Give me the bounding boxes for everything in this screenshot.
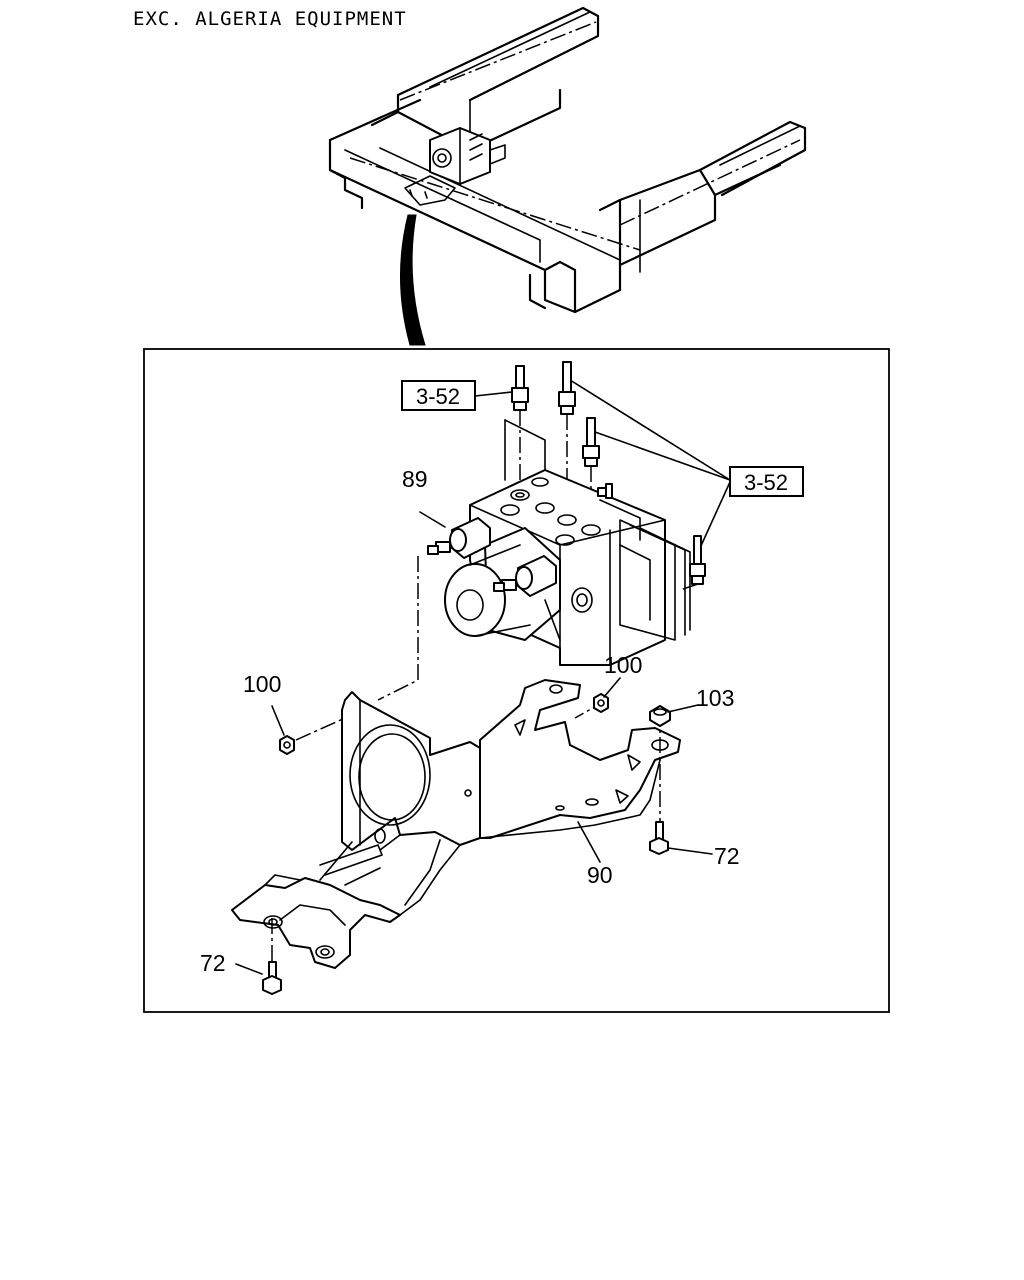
reference-box-top: 3-52 [401, 380, 513, 411]
svg-text:3-52: 3-52 [744, 470, 788, 495]
callout-72-right: 72 [714, 843, 740, 869]
bolt-72-right [649, 821, 669, 855]
nut-100-middle [593, 693, 609, 713]
chassis-frame-overview [328, 6, 807, 346]
callout-100-middle: 100 [604, 652, 642, 678]
callout-89: 89 [402, 466, 428, 492]
nut-103 [649, 705, 671, 727]
nut-100-left [279, 735, 295, 755]
callout-103: 103 [696, 685, 734, 711]
bolt-72-left [262, 961, 282, 995]
svg-text:3-52: 3-52 [416, 384, 460, 409]
callout-90: 90 [587, 862, 613, 888]
callout-72-left: 72 [200, 950, 226, 976]
mount-rubber-89-left [427, 517, 491, 559]
abs-hydraulic-unit [419, 469, 691, 666]
abs-unit-location [404, 127, 506, 206]
bracket-90 [231, 679, 681, 969]
reference-box-right: 3-52 [569, 379, 804, 549]
detail-frame [143, 348, 890, 1013]
mount-rubber-89-right [493, 555, 557, 597]
detail-leader [400, 214, 426, 346]
callout-100-left: 100 [243, 671, 281, 697]
diagram-title: EXC. ALGERIA EQUIPMENT [133, 8, 407, 30]
